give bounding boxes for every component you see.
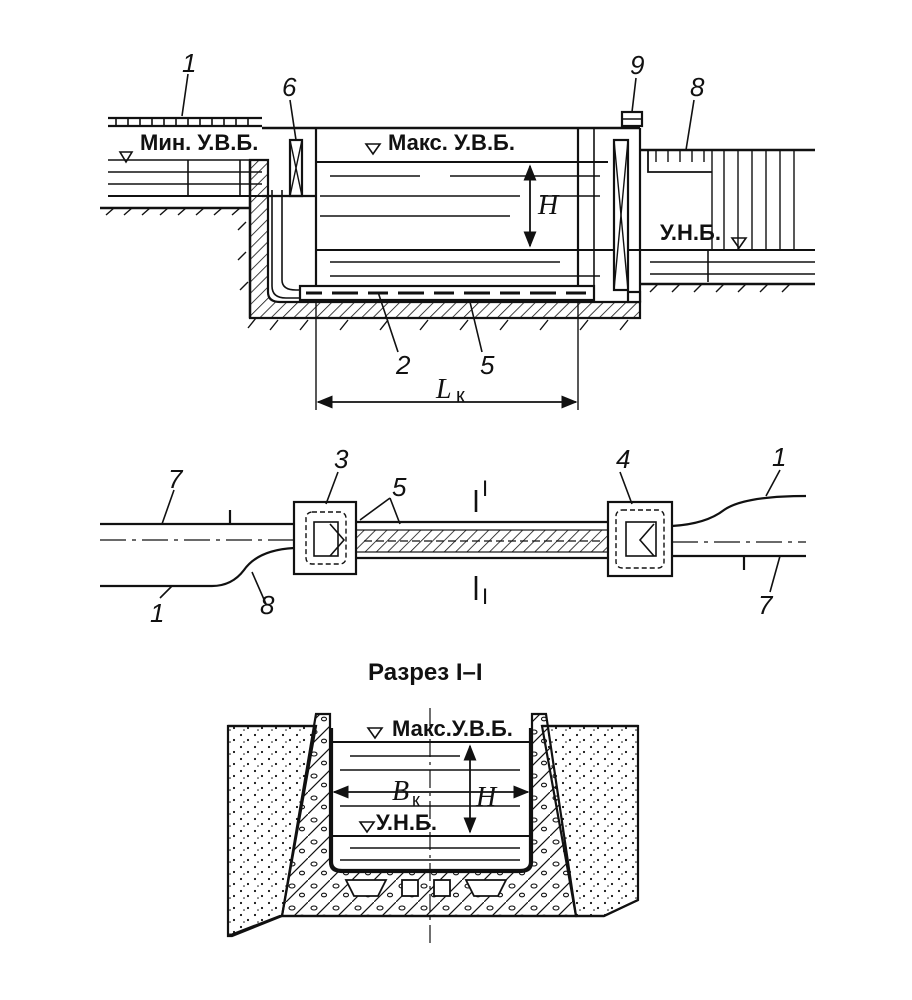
upper-head (292, 500, 358, 576)
min-level-marker (118, 151, 134, 164)
lock-chamber (355, 520, 609, 560)
label-1: 1 (182, 48, 196, 78)
floor-culvert-grid (298, 284, 596, 302)
label-1-right: 1 (772, 442, 786, 472)
height-label: H (537, 190, 560, 221)
lower-level-marker (730, 237, 748, 250)
filling-culvert (271, 190, 300, 299)
lower-gate (612, 110, 644, 304)
section-max-level-text: Макс.У.В.Б. (392, 716, 513, 741)
label-6: 6 (282, 72, 297, 102)
downstream-bank (640, 148, 815, 250)
section-title: Разрез I–I (368, 659, 483, 686)
plan-labels: 7 1 8 3 5 4 1 7 I I (150, 442, 786, 628)
cross-section (226, 708, 640, 944)
lower-level-text: У.Н.Б. (660, 220, 721, 245)
section-mark-bottom: I (482, 584, 488, 609)
upstream-channel (100, 510, 295, 588)
concrete-shell (280, 712, 578, 918)
floor-galleries (344, 879, 508, 897)
downstream-water (640, 249, 815, 282)
section-max-level-marker (366, 727, 384, 740)
label-9: 9 (630, 50, 644, 80)
upstream-water (108, 159, 262, 197)
label-5: 5 (392, 472, 407, 502)
length-subscript: к (456, 385, 465, 407)
chamber-water (316, 161, 640, 277)
section-mark-top: I (482, 476, 488, 501)
length-label: L (435, 374, 452, 405)
max-level-text: Макс. У.В.Б. (388, 130, 515, 155)
width-label: B (392, 776, 409, 807)
profile-labels: 1 6 9 8 2 5 Мин. У.В.Б. Макс. У.В.Б. У.Н… (140, 48, 721, 407)
upstream-bank-ruler (108, 116, 262, 128)
plan-view (100, 469, 807, 605)
label-8: 8 (260, 590, 275, 620)
min-level-text: Мин. У.В.Б. (140, 130, 258, 155)
label-5: 5 (480, 350, 495, 380)
label-7-left: 7 (168, 464, 184, 494)
label-7-right: 7 (758, 590, 774, 620)
width-subscript: к (412, 790, 420, 810)
label-1-left: 1 (150, 598, 164, 628)
section-labels: Макс.У.В.Б. У.Н.Б. B к H (376, 716, 513, 835)
label-2: 2 (395, 350, 411, 380)
section-height-label: H (475, 782, 498, 813)
max-level-marker (364, 143, 382, 156)
section-lower-level-marker (358, 821, 376, 834)
label-3: 3 (334, 444, 349, 474)
label-4: 4 (616, 444, 630, 474)
chamber-walls (248, 158, 642, 320)
lower-head (606, 500, 674, 578)
label-8: 8 (690, 72, 705, 102)
upper-gate (262, 138, 316, 198)
profile-view (100, 73, 815, 410)
section-lower-level-text: У.Н.Б. (376, 810, 437, 835)
downstream-channel (671, 494, 807, 570)
